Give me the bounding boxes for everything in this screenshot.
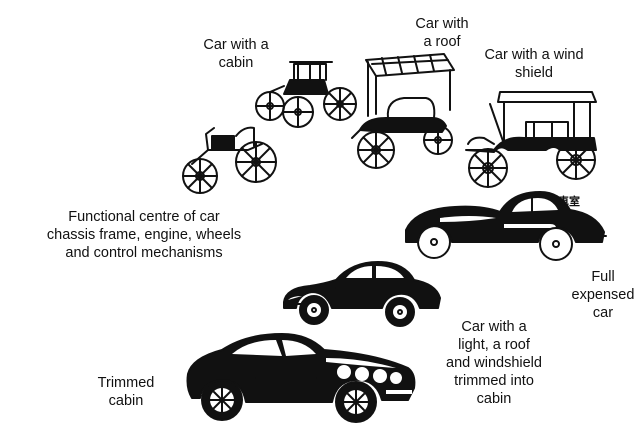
sedan-car-icon xyxy=(283,261,441,327)
label-line: expensed xyxy=(571,287,635,303)
sports-car-icon xyxy=(186,333,416,423)
horseless-carriage-icon xyxy=(182,126,277,194)
coupe-car-icon xyxy=(405,191,607,261)
roofed-car-icon xyxy=(351,53,455,169)
label-car-with-roof: Car with a roof xyxy=(402,15,482,51)
label-line: trimmed into xyxy=(454,373,534,389)
label-line: Functional centre of car xyxy=(68,209,220,225)
label-line: and windshield xyxy=(446,355,542,371)
label-full-expensed-car: Full expensed car xyxy=(570,268,636,322)
cabin-car-icon xyxy=(255,61,357,128)
chinese-stamp-text: 車室 xyxy=(558,195,580,208)
label-line: Car with a xyxy=(461,319,527,335)
label-line: chassis frame, engine, wheels xyxy=(46,227,242,243)
label-line: car xyxy=(592,305,614,321)
label-line: and control mechanisms xyxy=(65,245,223,261)
label-line: Full xyxy=(591,269,615,285)
label-line: light, a roof xyxy=(458,337,530,353)
label-line: Car with a xyxy=(203,37,269,53)
label-car-with-light: Car with a light, a roof and windshield … xyxy=(432,318,556,408)
label-line: a roof xyxy=(423,34,461,50)
label-functional-centre: Functional centre of car chassis frame, … xyxy=(36,208,252,262)
label-line: cabin xyxy=(108,393,144,409)
label-line: shield xyxy=(515,65,553,81)
label-line: cabin xyxy=(218,55,254,71)
label-car-with-cabin: Car with a cabin xyxy=(190,36,282,72)
label-line: Car with xyxy=(415,16,469,32)
label-trimmed-cabin: Trimmed cabin xyxy=(86,374,166,410)
windshield-car-icon xyxy=(465,91,597,188)
label-line: Car with a wind xyxy=(484,47,584,63)
label-line: cabin xyxy=(476,391,512,407)
label-line: Trimmed xyxy=(97,375,155,391)
label-car-with-windshield: Car with a wind shield xyxy=(474,46,594,82)
